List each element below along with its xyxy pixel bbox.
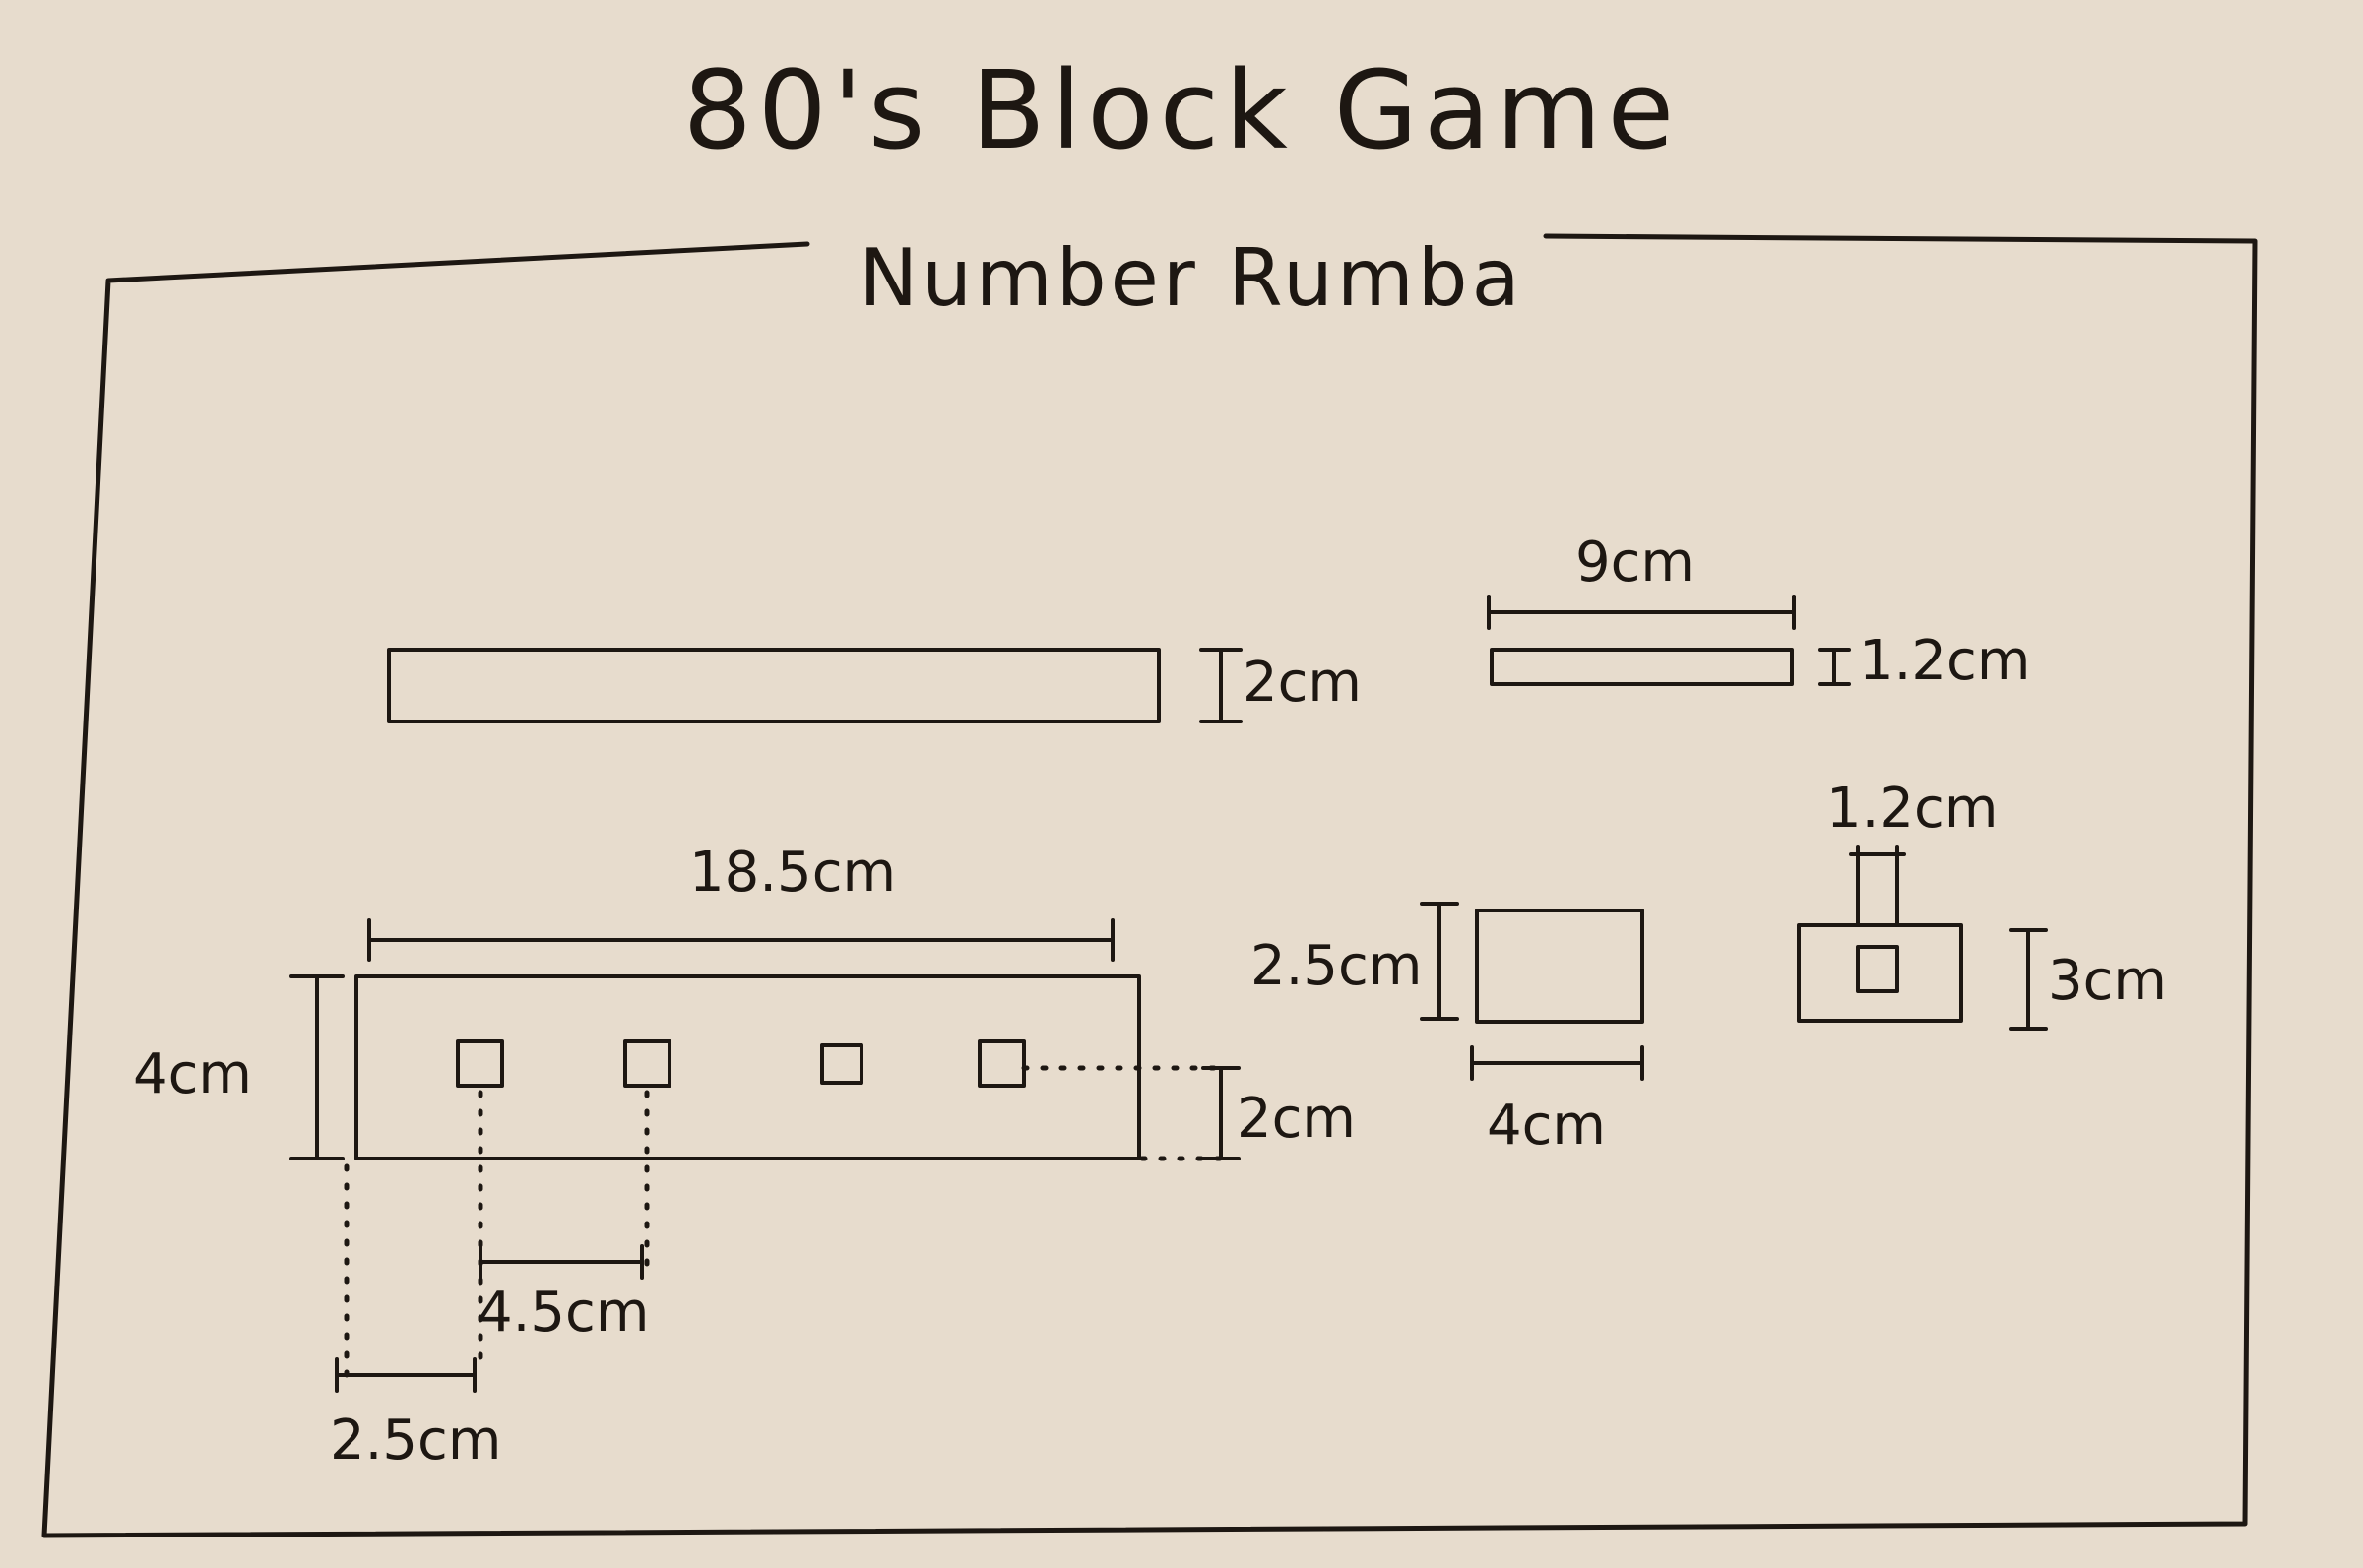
hole-offset-dimension xyxy=(1201,1066,1241,1160)
hole-1 xyxy=(456,1039,504,1088)
peg-width-label: 1.2cm xyxy=(1826,777,1998,841)
hole-spacing-dimensions xyxy=(335,1244,644,1393)
hole-offset-height-label: 2cm xyxy=(1237,1087,1356,1151)
short-bar-height-label: 1.2cm xyxy=(1859,629,2030,693)
hole-3 xyxy=(820,1043,863,1085)
main-block-height-label: 4cm xyxy=(133,1042,252,1106)
short-bar-width-label: 9cm xyxy=(1575,531,1694,595)
frame-border xyxy=(41,233,2258,1538)
hole-spacing-label: 4.5cm xyxy=(478,1281,649,1345)
peg-block xyxy=(1797,845,2048,1031)
long-bar xyxy=(387,648,1243,723)
page-title: 80's Block Game xyxy=(683,47,1680,173)
long-bar-height-label: 2cm xyxy=(1243,651,1362,715)
small-block-height-label: 2.5cm xyxy=(1250,934,1422,998)
hole-2 xyxy=(623,1039,671,1088)
peg-block-height-label: 3cm xyxy=(2048,949,2167,1013)
hole-4 xyxy=(978,1039,1026,1088)
small-block xyxy=(1420,902,1644,1081)
short-bar xyxy=(1487,595,1851,686)
edge-offset-label: 2.5cm xyxy=(330,1409,501,1473)
block-holes xyxy=(456,1039,1026,1088)
dotted-guides xyxy=(344,1065,1224,1391)
small-block-width-label: 4cm xyxy=(1487,1094,1606,1158)
page-subtitle: Number Rumba xyxy=(859,232,1523,324)
main-block-length-label: 18.5cm xyxy=(689,841,896,905)
